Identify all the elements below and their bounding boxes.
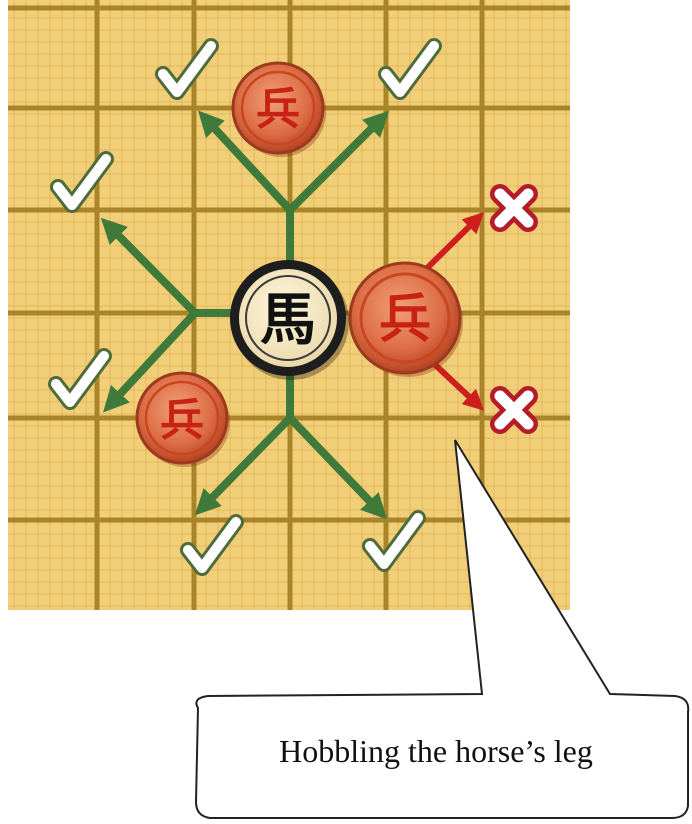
x-mark-icon: [500, 194, 528, 222]
piece-char-lower-left: 兵: [160, 395, 204, 446]
piece-char-horse: 馬: [260, 287, 316, 353]
piece-char-right: 兵: [379, 289, 431, 350]
x-mark-icon: [500, 396, 528, 424]
callout-text: Hobbling the horse’s leg: [279, 733, 593, 769]
piece-char-top: 兵: [256, 84, 300, 135]
